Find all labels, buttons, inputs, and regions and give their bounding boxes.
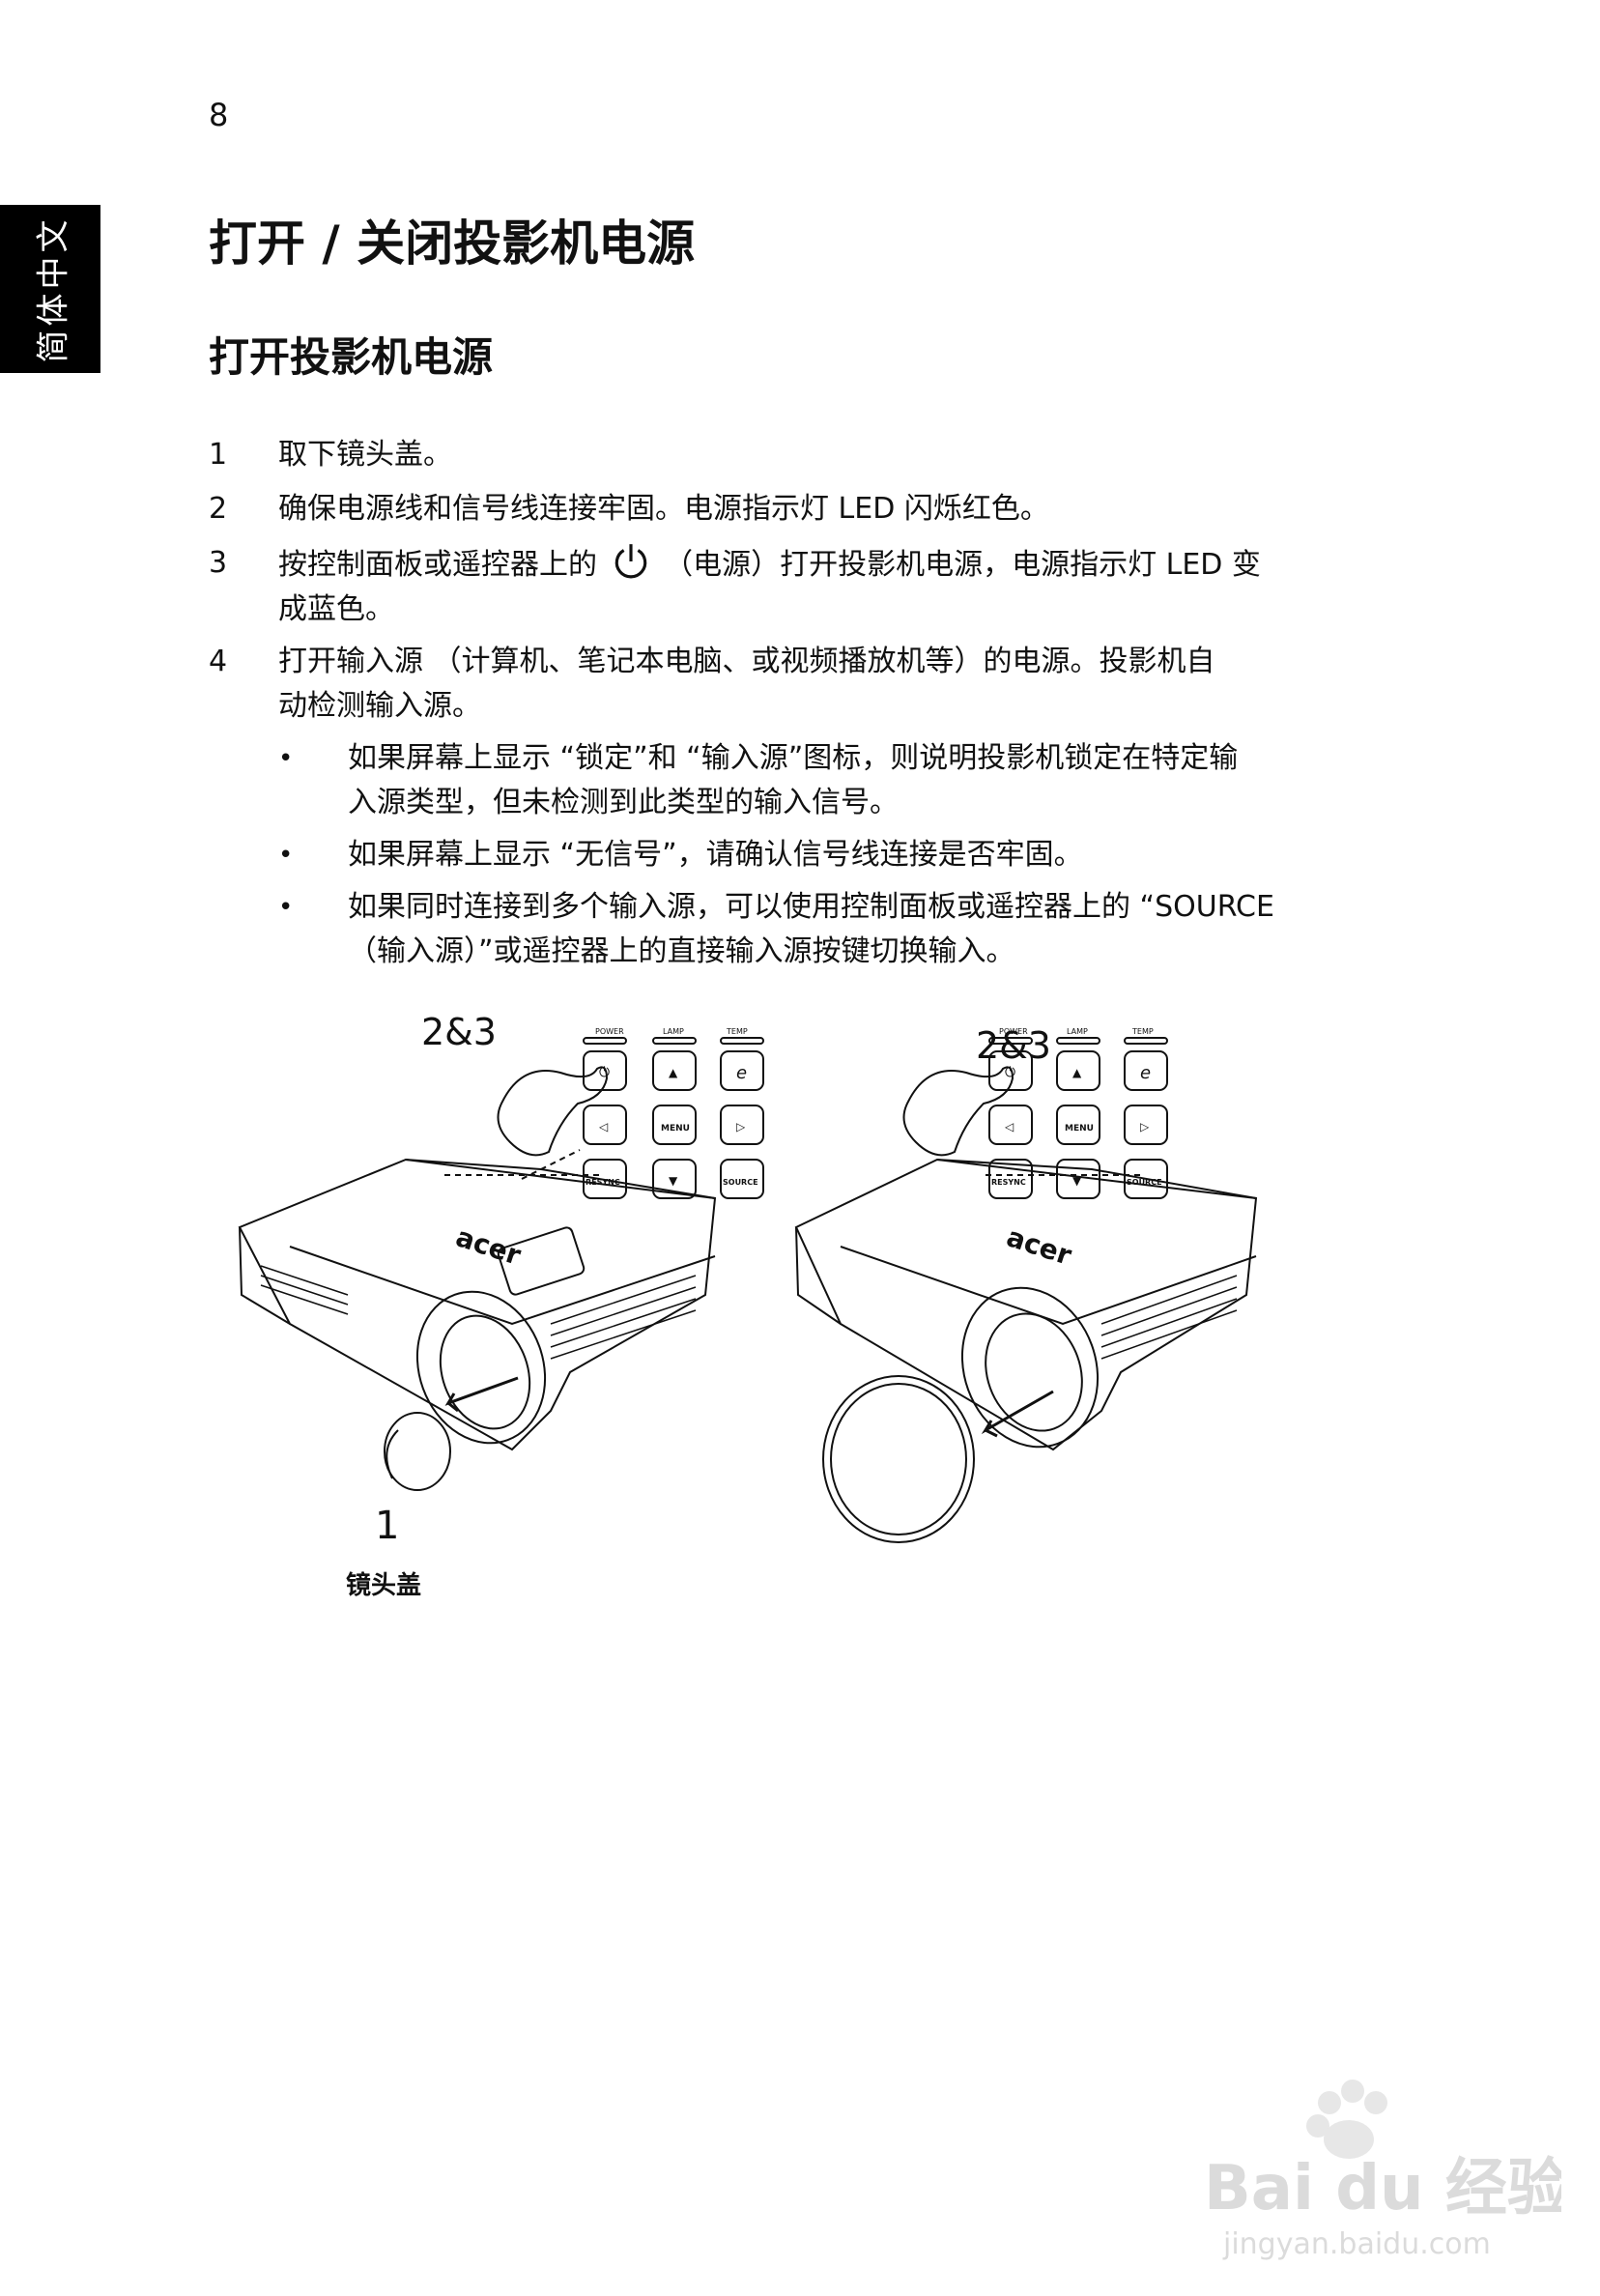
step-label-left: 2&3	[421, 1011, 497, 1053]
control-panel-left: POWER LAMP TEMP ⏻ ▲ e ◁ MENU ▷ RESYNC ▼ …	[583, 1027, 764, 1199]
svg-text:◁: ◁	[1004, 1120, 1014, 1134]
page-title: 打开 / 关闭投影机电源	[209, 215, 696, 272]
svg-text:⏻: ⏻	[1005, 1065, 1015, 1080]
lens-cap-caption: 镜头盖	[346, 1571, 422, 1600]
svg-text:e: e	[1140, 1063, 1151, 1083]
step-number: 1	[209, 438, 228, 472]
svg-text:RESYNC: RESYNC	[991, 1178, 1026, 1187]
svg-text:◁: ◁	[598, 1120, 608, 1134]
bullet-text: 如果屏幕上显示 “无信号”，请确认信号线连接是否牢固。	[348, 833, 1372, 877]
step-text: 确保电源线和信号线连接牢固。电源指示灯 LED 闪烁红色。	[278, 492, 1049, 526]
page-number: 8	[209, 97, 229, 133]
bullet-line2: （输入源）”或遥控器上的直接输入源按键切换输入。	[348, 934, 1015, 968]
bullet-line1: 如果屏幕上显示 “锁定”和 “输入源”图标，则说明投影机锁定在特定输	[348, 741, 1239, 775]
svg-text:MENU: MENU	[1065, 1124, 1094, 1134]
step-text: 取下镜头盖。	[278, 438, 452, 472]
svg-text:▲: ▲	[1072, 1066, 1082, 1079]
watermark-text: Bai du 经验	[1204, 2153, 1561, 2224]
svg-text:MENU: MENU	[661, 1124, 690, 1134]
svg-text:RESYNC: RESYNC	[586, 1178, 620, 1187]
svg-text:▼: ▼	[1072, 1174, 1082, 1188]
bullet-line1: 如果屏幕上显示 “无信号”，请确认信号线连接是否牢固。	[348, 838, 1083, 872]
svg-text:e: e	[736, 1063, 747, 1083]
step-text-line2: 动检测输入源。	[278, 689, 481, 723]
bullet-dot: •	[278, 744, 294, 773]
section-title: 打开投影机电源	[209, 333, 494, 381]
svg-text:▷: ▷	[736, 1120, 746, 1134]
control-panel-right: POWER LAMP TEMP ⏻ ▲ e ◁ MENU ▷ RESYNC ▼ …	[988, 1027, 1168, 1199]
svg-text:▲: ▲	[669, 1066, 678, 1079]
step-text-line2: 成蓝色。	[278, 592, 394, 626]
svg-text:SOURCE: SOURCE	[723, 1178, 758, 1187]
bullet-text: 如果屏幕上显示 “锁定”和 “输入源”图标，则说明投影机锁定在特定输 入源类型，…	[348, 736, 1372, 825]
svg-text:SOURCE: SOURCE	[1127, 1178, 1162, 1187]
step-number: 4	[209, 645, 228, 678]
bullet-line1: 如果同时连接到多个输入源，可以使用控制面板或遥控器上的 “SOURCE	[348, 890, 1274, 924]
bullet-line2: 入源类型，但未检测到此类型的输入信号。	[348, 786, 899, 819]
baidu-watermark: Bai du 经验 jingyan.baidu.com	[1204, 2080, 1561, 2261]
indicator-power-label: POWER	[595, 1027, 624, 1036]
svg-text:▷: ▷	[1140, 1120, 1150, 1134]
bullet-dot: •	[278, 841, 294, 870]
step-text-before: 按控制面板或遥控器上的	[278, 548, 597, 582]
language-tab: 简体中文	[0, 205, 100, 373]
power-icon	[614, 544, 646, 579]
brand-logo-right: acer	[1003, 1220, 1075, 1272]
step-text-after: （电源）打开投影机电源，电源指示灯 LED 变	[664, 548, 1261, 582]
step-number: 3	[209, 546, 228, 580]
step-text: 打开输入源 （计算机、笔记本电脑、或视频播放机等）的电源。投影机自 动检测输入源…	[278, 640, 1370, 729]
svg-text:⏻: ⏻	[599, 1065, 610, 1080]
svg-text:▼: ▼	[669, 1174, 678, 1188]
projector-illustration: POWER LAMP TEMP ⏻ ▲ e ◁ MENU ▷ RESYNC ▼ …	[238, 1027, 1258, 1543]
svg-text:TEMP: TEMP	[726, 1027, 748, 1036]
svg-text:TEMP: TEMP	[1131, 1027, 1154, 1036]
svg-text:LAMP: LAMP	[663, 1027, 684, 1036]
language-tab-label: 简体中文	[34, 215, 73, 362]
svg-text:LAMP: LAMP	[1067, 1027, 1088, 1036]
brand-logo-left: acer	[452, 1220, 525, 1272]
svg-text:POWER: POWER	[999, 1027, 1028, 1036]
bullet-dot: •	[278, 893, 294, 922]
step-number: 2	[209, 492, 228, 526]
step-text-line1: 打开输入源 （计算机、笔记本电脑、或视频播放机等）的电源。投影机自	[278, 645, 1215, 678]
watermark-url: jingyan.baidu.com	[1222, 2227, 1491, 2261]
bullet-text: 如果同时连接到多个输入源，可以使用控制面板或遥控器上的 “SOURCE （输入源…	[348, 885, 1372, 974]
step-text: 按控制面板或遥控器上的 （电源）打开投影机电源，电源指示灯 LED 变 成蓝色。	[278, 541, 1370, 632]
step-label-1: 1	[375, 1504, 400, 1548]
